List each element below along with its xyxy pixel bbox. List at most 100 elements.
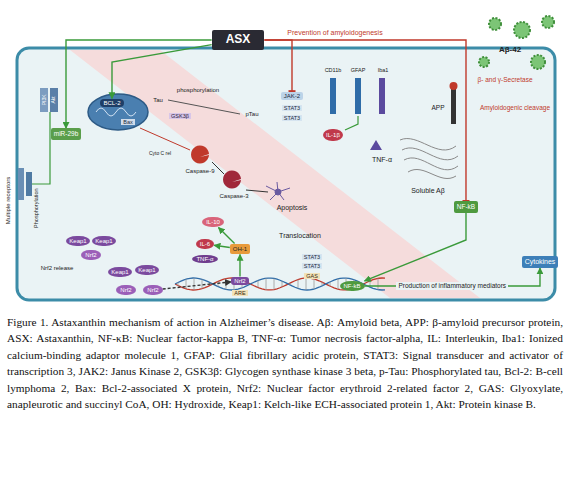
dna-rung — [322, 282, 323, 286]
dna-rung — [194, 278, 195, 290]
part-label: PI3K — [41, 95, 47, 106]
part-label: Aβ-42 — [499, 45, 521, 54]
pathway-box — [40, 88, 48, 112]
dna-rung — [266, 278, 267, 290]
node-text: Nrf2 — [234, 278, 245, 285]
connector-arrow — [264, 40, 466, 201]
dna-strand — [175, 278, 385, 290]
cell-membrane — [17, 48, 555, 300]
dna-rung — [282, 281, 283, 287]
part-label: GAS — [304, 273, 320, 279]
node-text: JAK-2 — [284, 93, 300, 100]
receptor-symbol — [370, 140, 382, 150]
dna-strand — [175, 278, 385, 290]
node-text: TNF-α — [196, 256, 213, 263]
dna-rung — [226, 279, 227, 290]
mitochondrion — [88, 94, 148, 130]
connector-arrow — [66, 40, 212, 128]
part-label: Phosphorylation — [33, 188, 39, 227]
node-text: Keap1 — [95, 238, 112, 245]
part-label: Soluble Aβ — [411, 187, 445, 195]
pathway-box — [50, 88, 58, 112]
receptor-symbol — [379, 78, 385, 114]
part-label: Prevention of amyloidogenesis — [287, 29, 382, 37]
caption: Figure 1. Astaxanthin mechanism of actio… — [7, 314, 563, 412]
part-label: Amyloidogenic cleavage — [480, 104, 550, 111]
edge-label: Production of inflammatory mediators — [396, 282, 508, 289]
part-label: Iba1 — [378, 67, 389, 73]
neuron-dendrite — [266, 182, 290, 200]
dna-rung — [378, 278, 379, 289]
part-label: Translocation — [279, 232, 321, 240]
part-label: phosphorylation — [177, 87, 219, 94]
protein-ellipse: Keap1 — [135, 265, 158, 276]
kinase-box: JAK-2 — [281, 92, 303, 101]
oligomer — [531, 55, 545, 69]
cleavage-site — [450, 82, 458, 90]
fibril — [404, 158, 458, 170]
caption-text: Figure 1. Astaxanthin mechanism of actio… — [7, 314, 563, 412]
diagonal-band — [70, 50, 480, 298]
connector-arrow — [264, 40, 292, 92]
protein-ellipse: Nrf2 — [143, 285, 162, 296]
protein-ellipse: Keap1 — [92, 236, 115, 247]
node-text: Nrf2 — [85, 252, 96, 259]
dna-rung — [258, 280, 259, 287]
part-label: TNF-α — [372, 156, 392, 164]
dna-helix — [175, 278, 385, 290]
part-label: GSK3β — [169, 113, 191, 119]
dna-rung — [314, 279, 315, 289]
oligomer — [542, 16, 554, 28]
fibrils — [400, 139, 458, 179]
dna-rung — [202, 279, 203, 288]
part-label: pTau — [245, 111, 258, 118]
dna-rung — [186, 279, 187, 289]
illustration — [0, 0, 570, 310]
receptor-symbol — [330, 78, 336, 114]
protein-ellipse: Keap1 — [108, 267, 131, 278]
part-label: Caspase-3 — [219, 193, 248, 200]
node-text: Keap1 — [69, 238, 86, 245]
node-text: OH-1 — [233, 246, 247, 253]
node-text: Keap1 — [138, 267, 155, 274]
dna-rung — [330, 282, 331, 286]
cascade-arrow — [246, 190, 268, 192]
oligomer — [479, 57, 489, 67]
neuron-symbol — [266, 182, 290, 200]
node-text: ASX — [226, 33, 251, 47]
connector-arrow — [239, 254, 240, 276]
protein-ellipse: Keap1 — [66, 236, 89, 247]
app-receptor — [450, 82, 458, 124]
protein-ellipse: Nrf2 — [116, 285, 135, 296]
node-text: Nrf2 — [147, 287, 158, 294]
node-text: IL-10 — [206, 219, 220, 226]
part-label: Akt — [51, 96, 57, 103]
mirna-box: miR-29b — [51, 128, 82, 139]
receptor-symbol — [355, 78, 361, 114]
dna-rung — [306, 278, 307, 290]
part-label: ARE — [232, 290, 247, 296]
signal-line — [345, 116, 358, 130]
fibril — [400, 139, 456, 150]
oligomer — [489, 18, 501, 30]
enzyme-box: OH-1 — [230, 244, 250, 255]
mitochondrion — [88, 94, 148, 130]
connector-arrow — [214, 245, 230, 247]
dna-rung — [338, 279, 339, 289]
part-label: Caspase-9 — [185, 168, 214, 175]
node-text: BCL-2 — [103, 100, 120, 107]
part-label: GFAP — [351, 67, 366, 73]
dna-rung — [298, 280, 299, 289]
part-label: Nrf2 release — [41, 265, 74, 272]
node-text: Keap1 — [111, 269, 128, 276]
dna-rung — [290, 283, 291, 285]
node-text: Cytokines — [525, 258, 556, 266]
part-label: STAT3 — [302, 263, 322, 269]
cristae — [96, 108, 136, 116]
part-label: Bax — [121, 119, 134, 125]
node-text: Nrf2 — [120, 287, 131, 294]
cytochrome-line — [140, 128, 190, 150]
protein-ellipse: Nrf2 — [81, 250, 100, 261]
dna-rung — [274, 278, 275, 289]
part-label: STAT3 — [282, 115, 302, 121]
